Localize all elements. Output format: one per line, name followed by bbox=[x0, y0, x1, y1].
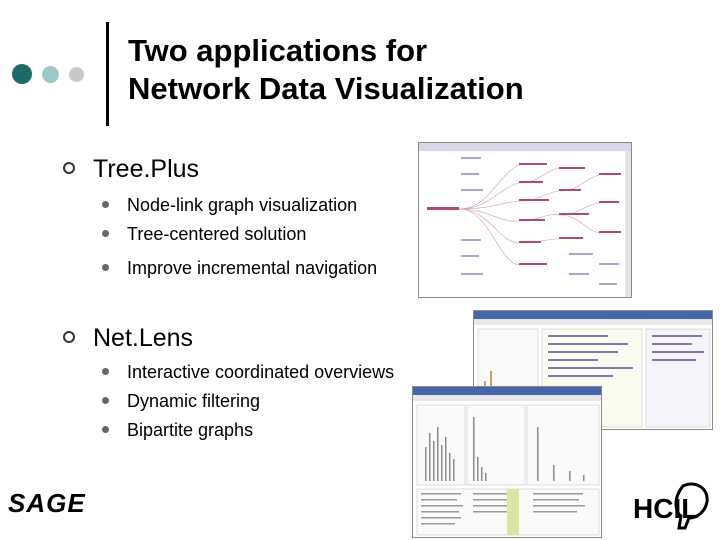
bullet-text: Tree-centered solution bbox=[127, 224, 307, 244]
bullet-text: Improve incremental navigation bbox=[127, 258, 378, 278]
bullet-text: Dynamic filtering bbox=[127, 391, 261, 411]
netlens-screenshot-front bbox=[412, 386, 602, 538]
hcil-logo: HCIL bbox=[625, 478, 715, 532]
treeplus-screenshot bbox=[418, 142, 632, 298]
section-heading-netlens: Net.Lens bbox=[93, 324, 194, 352]
sub-bullet-icon bbox=[102, 426, 109, 433]
title-line-2: Network Data Visualization bbox=[128, 71, 524, 106]
treeplus-graph-image bbox=[419, 143, 631, 297]
bullet-text: Node-link graph visualization bbox=[127, 195, 358, 215]
decor-dot-gray bbox=[69, 67, 84, 82]
sub-bullet-icon bbox=[102, 397, 109, 404]
sub-bullet-icon bbox=[102, 201, 109, 208]
bullet-text: Interactive coordinated overviews bbox=[127, 362, 395, 382]
slide-title: Two applications for Network Data Visual… bbox=[128, 32, 524, 108]
decor-dot-dark bbox=[12, 64, 32, 84]
bullet-text: Bipartite graphs bbox=[127, 420, 254, 440]
title-divider bbox=[106, 22, 109, 126]
netlens-front-image bbox=[413, 387, 601, 536]
decor-dot-teal bbox=[42, 66, 59, 83]
sub-bullet-icon bbox=[102, 230, 109, 237]
sub-bullet-icon bbox=[102, 368, 109, 375]
sage-logo: SAGE bbox=[8, 488, 86, 518]
main-bullet-icon bbox=[62, 330, 76, 349]
main-bullet-icon bbox=[62, 161, 76, 180]
section-heading-treeplus: Tree.Plus bbox=[93, 155, 200, 183]
sub-bullet-icon bbox=[102, 264, 109, 271]
title-line-1: Two applications for bbox=[128, 33, 428, 68]
